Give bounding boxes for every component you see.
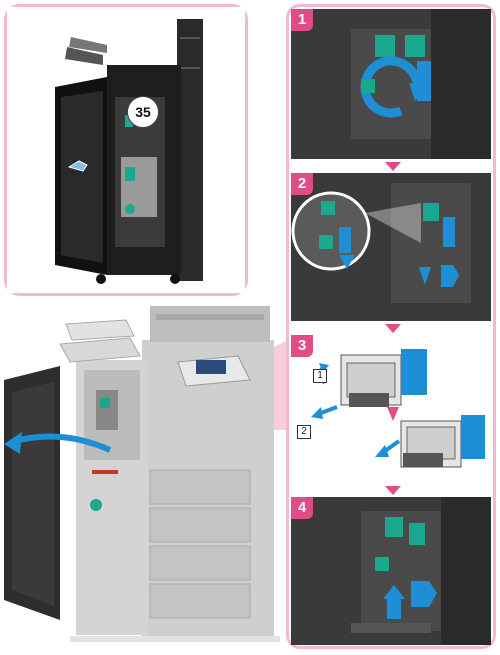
step-2-illustration <box>291 173 491 321</box>
sub-step-label-1: 1 <box>313 369 327 383</box>
machine-illustration <box>4 306 280 642</box>
sub-step-label-2: 2 <box>297 425 311 439</box>
part-callout-badge: 35 <box>127 96 159 128</box>
step-arrow-down-icon <box>385 162 401 171</box>
step-panel-2: 2 <box>291 173 491 321</box>
step-number-badge-4: 4 <box>291 497 313 519</box>
step-number-badge-1: 1 <box>291 9 313 31</box>
step-1-illustration <box>291 9 491 159</box>
step-panel-4: 4 <box>291 497 491 645</box>
step-4-illustration <box>291 497 491 645</box>
step-3-illustration <box>291 335 491 483</box>
step-panel-3: 3 1 2 <box>291 335 491 483</box>
finisher-closeup-frame: 35 <box>4 4 248 296</box>
step-panel-1: 1 <box>291 9 491 159</box>
steps-column: 1 2 <box>286 4 496 649</box>
step-number-badge-2: 2 <box>291 173 313 195</box>
step-number-badge-3: 3 <box>291 335 313 357</box>
finisher-closeup-illustration <box>7 7 245 293</box>
step-arrow-down-icon <box>385 486 401 495</box>
step-arrow-down-icon <box>385 324 401 333</box>
